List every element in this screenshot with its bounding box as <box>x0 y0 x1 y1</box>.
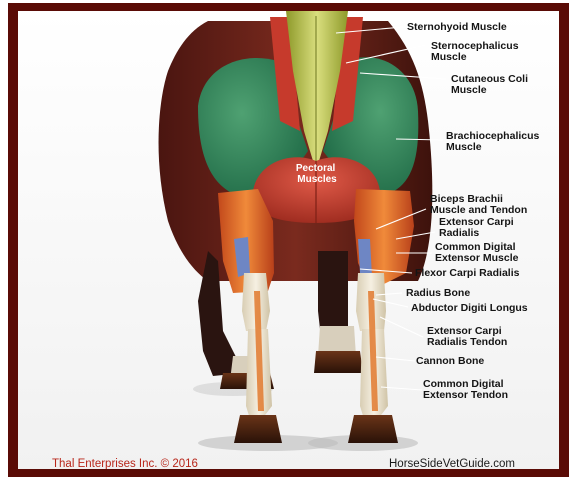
hind-hoof-right <box>314 351 363 373</box>
label-radius-bone: Radius Bone <box>406 287 470 299</box>
label-flexor-carpi-radialis: Flexor Carpi Radialis <box>415 267 520 279</box>
hoof-right <box>348 415 398 443</box>
illustration-canvas: Sternohyoid Muscle Sternocephalicus Musc… <box>18 11 559 469</box>
horse-forelimb-illustration: Sternohyoid Muscle Sternocephalicus Musc… <box>18 11 559 469</box>
label-sternohyoid: Sternohyoid Muscle <box>407 21 507 33</box>
label-abductor-digiti-longus: Abductor Digiti Longus <box>411 302 528 314</box>
website-text: HorseSideVetGuide.com <box>389 458 515 469</box>
label-common-digital-extensor-tendon: Common Digital Extensor Tendon <box>423 378 508 401</box>
hoof-left <box>234 415 282 443</box>
label-cannon-bone: Cannon Bone <box>416 355 484 367</box>
illustration-frame: Sternohyoid Muscle Sternocephalicus Musc… <box>8 3 569 477</box>
copyright-text: Thal Enterprises Inc. © 2016 <box>52 458 198 469</box>
label-common-digital-extensor-muscle: Common Digital Extensor Muscle <box>435 241 519 264</box>
flexor-right <box>358 239 372 277</box>
label-extensor-carpi-radialis-tendon: Extensor Carpi Radialis Tendon <box>427 325 507 348</box>
label-pectoral: Pectoral Muscles <box>296 163 338 185</box>
